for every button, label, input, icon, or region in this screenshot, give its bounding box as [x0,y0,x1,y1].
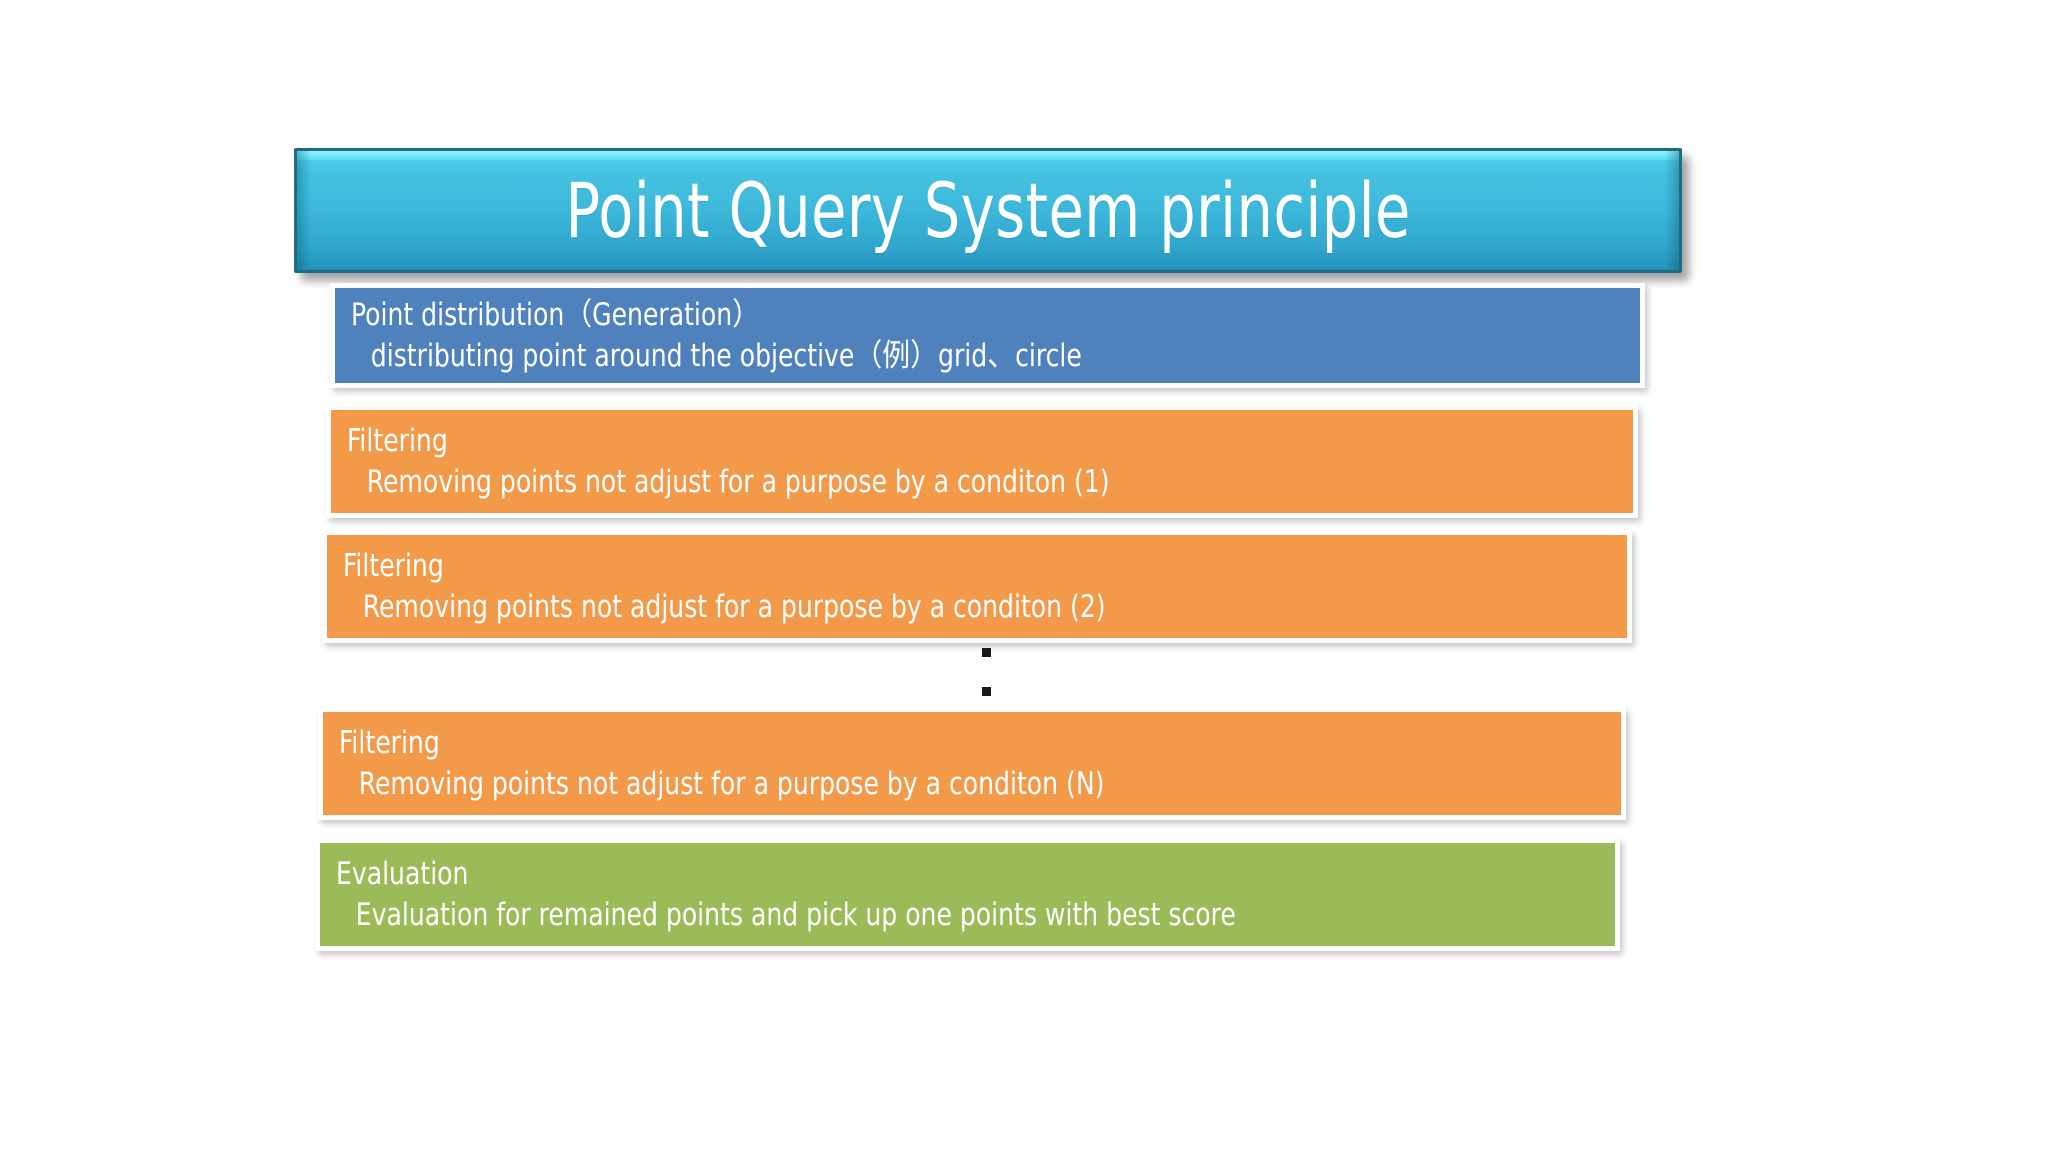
step-detail: distributing point around the objective（… [370,337,1082,374]
step-box-filter-n[interactable]: Filtering Removing points not adjust for… [318,707,1626,820]
step-box-fill: Filtering Removing points not adjust for… [327,535,1627,638]
ellipsis-dot [982,648,991,657]
step-box-filter-2[interactable]: Filtering Removing points not adjust for… [322,530,1632,643]
step-detail: Removing points not adjust for a purpose… [358,765,1105,802]
step-box-fill: Filtering Removing points not adjust for… [331,410,1633,513]
step-heading: Evaluation [336,856,469,893]
step-box-evaluation[interactable]: Evaluation Evaluation for remained point… [315,838,1620,951]
step-heading: Filtering [343,548,444,585]
step-detail: Removing points not adjust for a purpose… [362,588,1106,625]
step-box-fill: Point distribution（Generation） distribut… [335,288,1640,383]
step-heading: Filtering [347,423,448,460]
step-box-filter-1[interactable]: Filtering Removing points not adjust for… [326,405,1638,518]
step-box-distribution[interactable]: Point distribution（Generation） distribut… [330,283,1645,388]
vertical-ellipsis-icon [982,648,994,708]
step-detail: Removing points not adjust for a purpose… [366,463,1110,500]
step-heading: Point distribution（Generation） [351,297,761,334]
slide-title-banner: Point Query System principle [294,148,1682,273]
step-detail: Evaluation for remained points and pick … [355,896,1236,933]
ellipsis-dot [982,687,991,696]
page-title: Point Query System principle [565,166,1411,255]
step-box-fill: Evaluation Evaluation for remained point… [320,843,1615,946]
step-heading: Filtering [339,725,440,762]
step-box-fill: Filtering Removing points not adjust for… [323,712,1621,815]
